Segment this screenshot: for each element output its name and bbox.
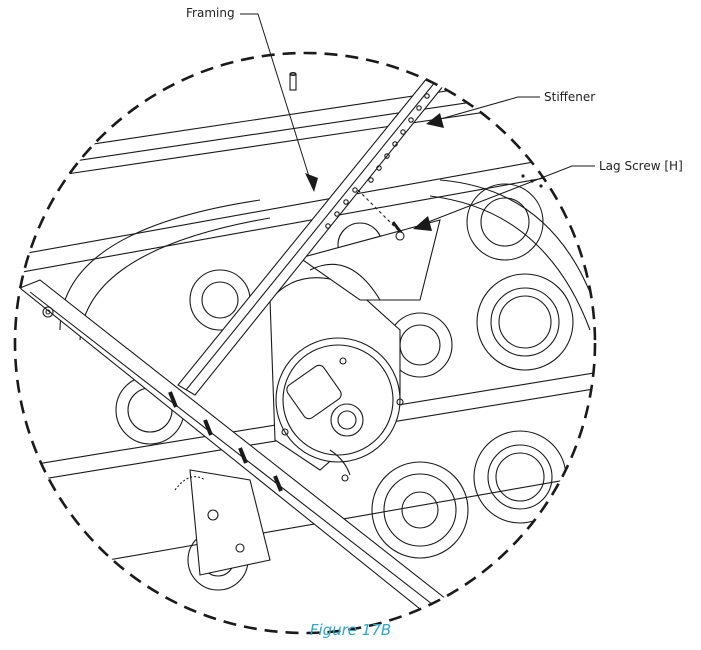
rim-dots xyxy=(521,174,543,188)
lag-screw-arrowhead xyxy=(413,216,432,231)
figure-caption: Figure 17B xyxy=(309,621,392,639)
detail-boundary xyxy=(13,51,597,635)
leader-lines xyxy=(240,13,595,231)
lag-screw-label: Lag Screw [H] xyxy=(599,159,683,173)
cross-bar xyxy=(18,279,461,626)
top-pin xyxy=(289,71,297,91)
framing-leader xyxy=(240,13,313,187)
stiffener-arrowhead xyxy=(426,113,444,128)
framing-label: Framing xyxy=(186,6,235,20)
stiffener-leader xyxy=(429,96,540,123)
lag-screw-leader xyxy=(417,165,595,227)
motor-housing xyxy=(269,277,404,482)
stiffener-label: Stiffener xyxy=(544,90,596,104)
wheel-rim xyxy=(429,179,595,331)
lag-screw xyxy=(357,189,405,241)
mechanism-detail xyxy=(15,71,595,626)
framing-arrowhead xyxy=(305,173,318,192)
mount-bracket xyxy=(298,219,441,301)
lower-bracket xyxy=(174,469,271,576)
